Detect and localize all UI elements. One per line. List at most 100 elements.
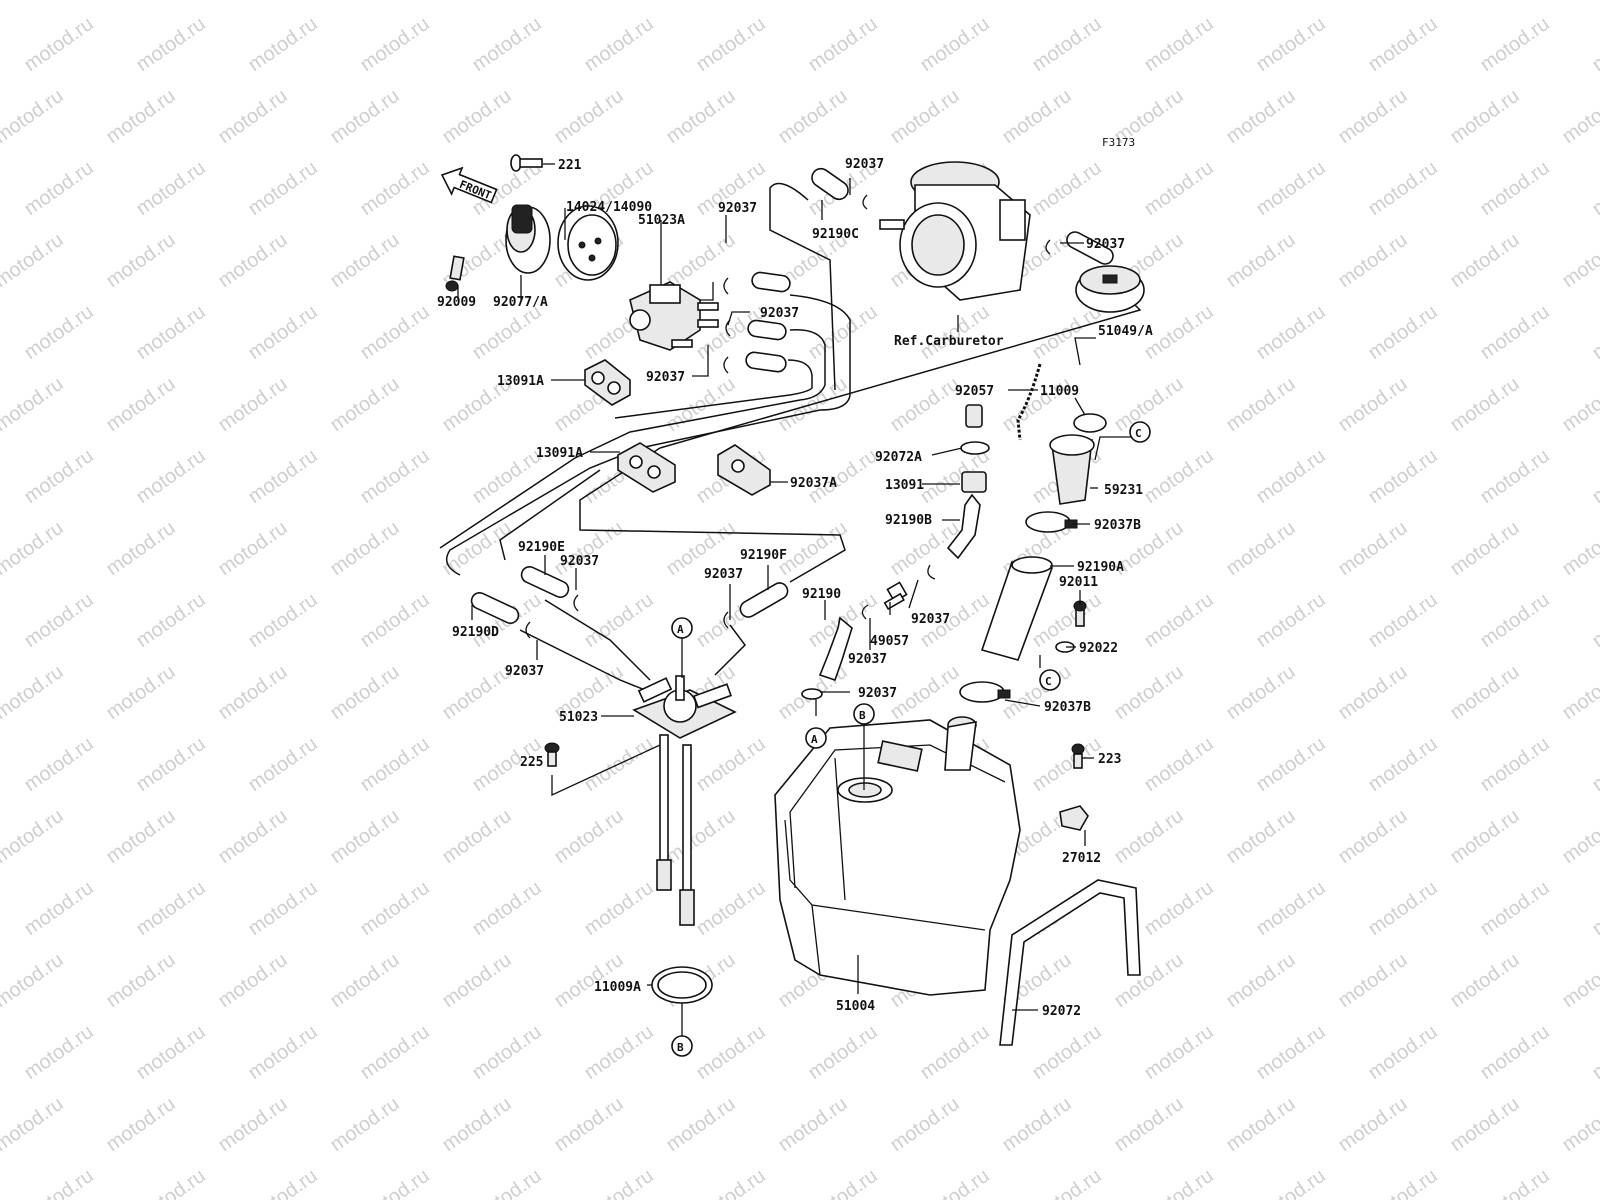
watermark-text: motod.ru [1252, 589, 1329, 652]
label-51004: 51004 [836, 999, 875, 1014]
watermark-text: motod.ru [1334, 517, 1411, 580]
label-223: 223 [1098, 752, 1121, 767]
watermark-text: motod.ru [1446, 661, 1523, 724]
watermark-text: motod.ru [438, 85, 515, 148]
label-92037B: 92037B [1094, 518, 1141, 533]
watermark-text: motod.ru [1110, 661, 1187, 724]
watermark-text: motod.ru [1252, 1165, 1329, 1200]
svg-text:C: C [1045, 675, 1052, 688]
watermark-text: motod.ru [244, 13, 321, 76]
watermark-text: motod.ru [1222, 373, 1299, 436]
watermark-text: motod.ru [998, 1093, 1075, 1156]
watermark-text: motod.ru [102, 0, 179, 4]
gasket-11009A [651, 966, 713, 1004]
watermark-text: motod.ru [1334, 0, 1411, 4]
label-92190E: 92190E [518, 540, 565, 555]
watermark-text: motod.ru [438, 0, 515, 4]
hose-92190D [470, 592, 520, 624]
watermark-text: motod.ru [102, 805, 179, 868]
watermark-text: motod.ru [326, 1093, 403, 1156]
watermark-text: motod.ru [326, 661, 403, 724]
watermark-text: motod.ru [550, 85, 627, 148]
watermark-text: motod.ru [1558, 805, 1600, 868]
bracket-27012 [1059, 805, 1089, 831]
watermark-text: motod.ru [468, 301, 545, 364]
watermark-text: motod.ru [1028, 157, 1105, 220]
label-92077-A: 92077/A [493, 295, 548, 310]
watermark-text: motod.ru [1558, 517, 1600, 580]
watermark-text: motod.ru [0, 373, 68, 436]
callout-A-top: A [671, 617, 693, 639]
clip-92037-left [861, 604, 869, 620]
watermark-text: motod.ru [1476, 157, 1553, 220]
watermark-text: motod.ru [1110, 805, 1187, 868]
watermark-text: motod.ru [1476, 1165, 1553, 1200]
watermark-text: motod.ru [1334, 949, 1411, 1012]
watermark-text: motod.ru [1364, 1165, 1441, 1200]
watermark-text: motod.ru [326, 949, 403, 1012]
watermark-text: motod.ru [102, 1093, 179, 1156]
watermark-text: motod.ru [244, 733, 321, 796]
clip-92072A [960, 441, 990, 455]
watermark-text: motod.ru [1222, 661, 1299, 724]
watermark-text: motod.ru [0, 229, 68, 292]
watermark-text: motod.ru [580, 589, 657, 652]
watermark-text: motod.ru [20, 733, 97, 796]
watermark-text: motod.ru [214, 85, 291, 148]
watermark-text: motod.ru [102, 949, 179, 1012]
watermark-text: motod.ru [916, 301, 993, 364]
watermark-text: motod.ru [774, 0, 851, 4]
watermark-text: motod.ru [1446, 805, 1523, 868]
hose-92190F [739, 582, 789, 618]
label-92072: 92072 [1042, 1004, 1081, 1019]
label-59231: 59231 [1104, 483, 1143, 498]
watermark-text: motod.ru [438, 661, 515, 724]
watermark-text: motod.ru [356, 157, 433, 220]
watermark-text: motod.ru [1446, 0, 1523, 4]
watermark-text: motod.ru [244, 589, 321, 652]
watermark-text: motod.ru [804, 13, 881, 76]
watermark-text: motod.ru [438, 1093, 515, 1156]
watermark-text: motod.ru [0, 805, 68, 868]
pulley-14024 [557, 205, 619, 281]
watermark-text: motod.ru [326, 373, 403, 436]
watermark-text: motod.ru [1446, 85, 1523, 148]
hose-92190E [520, 566, 570, 598]
watermark-text: motod.ru [1364, 157, 1441, 220]
watermark-text: motod.ru [132, 1021, 209, 1084]
watermark-text: motod.ru [326, 85, 403, 148]
watermark-text: motod.ru [356, 301, 433, 364]
watermark-text: motod.ru [468, 1021, 545, 1084]
watermark-text: motod.ru [1222, 85, 1299, 148]
clip-92037-mid [927, 564, 936, 580]
tether-92057 [1016, 363, 1042, 441]
watermark-text: motod.ru [1222, 805, 1299, 868]
watermark-text: motod.ru [20, 301, 97, 364]
label-92037: 92037 [560, 554, 599, 569]
watermark-text: motod.ru [1334, 661, 1411, 724]
label-92037: 92037 [858, 686, 897, 701]
screw-225 [544, 742, 560, 767]
label-92037: 92037 [760, 306, 799, 321]
watermark-text: motod.ru [20, 1021, 97, 1084]
watermark-text: motod.ru [1028, 1021, 1105, 1084]
watermark-text: motod.ru [1588, 733, 1600, 796]
watermark-text: motod.ru [886, 85, 963, 148]
label-92022: 92022 [1079, 641, 1118, 656]
label-92057: 92057 [955, 384, 994, 399]
watermark-text: motod.ru [468, 877, 545, 940]
svg-text:B: B [859, 709, 866, 722]
watermark-text: motod.ru [1588, 445, 1600, 508]
watermark-text: motod.ru [692, 13, 769, 76]
watermark-text: motod.ru [1588, 877, 1600, 940]
watermark-text: motod.ru [132, 589, 209, 652]
watermark-text: motod.ru [468, 13, 545, 76]
watermark-text: motod.ru [1446, 517, 1523, 580]
watermark-text: motod.ru [662, 805, 739, 868]
watermark-text: motod.ru [214, 373, 291, 436]
watermark-text: motod.ru [1364, 589, 1441, 652]
watermark-text: motod.ru [1558, 0, 1600, 4]
clip-92037-e [573, 594, 579, 612]
watermark-text: motod.ru [1252, 301, 1329, 364]
leader-225 [551, 744, 661, 797]
